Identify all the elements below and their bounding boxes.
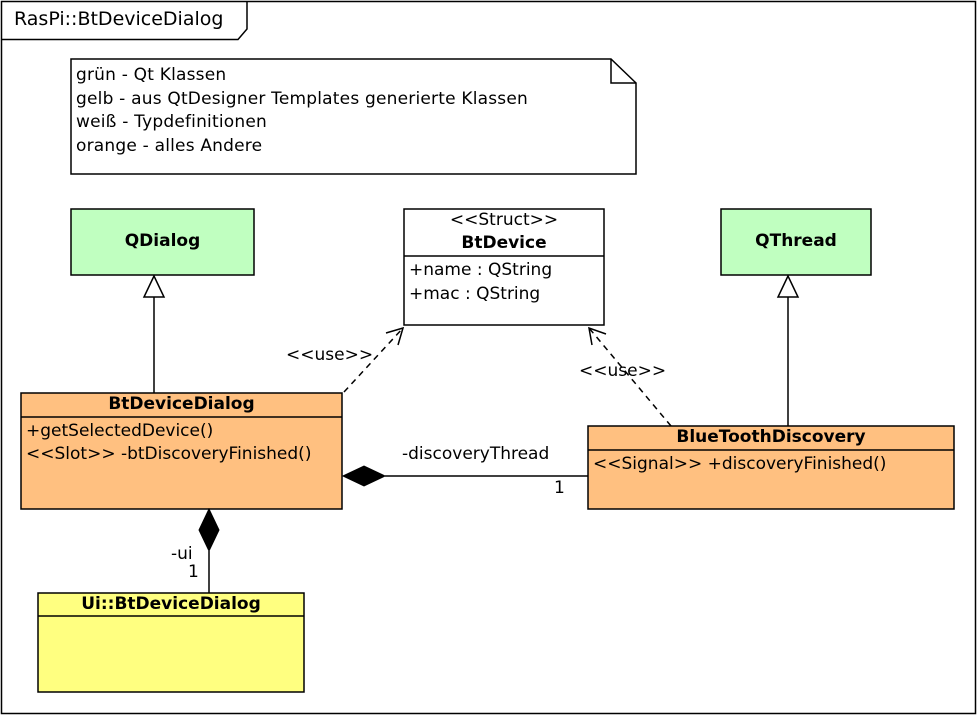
class-qdialog-box	[70, 208, 255, 276]
association-role-discovery: -discoveryThread	[402, 444, 550, 464]
class-btdevicedialog[interactable]: BtDeviceDialog +getSelectedDevice() <<Sl…	[21, 393, 342, 509]
class-name: QDialog	[124, 231, 201, 251]
class-btdevicedialog-box	[20, 392, 343, 510]
class-name: BlueToothDiscovery	[676, 427, 866, 447]
dependency-label-left: <<use>>	[286, 345, 374, 365]
class-operation: +getSelectedDevice()	[26, 421, 214, 441]
class-qthread[interactable]: QThread	[721, 209, 871, 275]
class-qthread-box	[720, 208, 872, 276]
class-bluetoothdiscovery-box	[587, 425, 955, 510]
class-operation: <<Signal>> +discoveryFinished()	[593, 454, 887, 474]
dependency-arrowhead-right	[588, 326, 607, 346]
note-line: grün - Qt Klassen	[76, 65, 227, 85]
association-role-ui: -ui	[171, 544, 193, 564]
class-operation: <<Slot>> -btDiscoveryFinished()	[26, 444, 312, 464]
frame-title: RasPi::BtDeviceDialog	[14, 8, 224, 30]
class-name: BtDevice	[461, 233, 547, 253]
dependency-line-left	[343, 327, 404, 393]
generalization-arrowhead-qthread	[776, 274, 800, 298]
class-name: Ui::BtDeviceDialog	[81, 594, 261, 614]
class-attribute: +mac : QString	[409, 284, 541, 304]
composition-diamond-discovery	[341, 465, 387, 487]
frame-title-tab	[1, 1, 248, 41]
dependency-label-right: <<use>>	[579, 361, 667, 381]
class-bluetoothdiscovery[interactable]: BlueToothDiscovery <<Signal>> +discovery…	[588, 426, 954, 509]
note-line: weiß - Typdefinitionen	[76, 112, 267, 132]
class-name: QThread	[755, 231, 837, 251]
association-multiplicity-discovery: 1	[554, 478, 565, 498]
legend-note: grün - Qt Klassen gelb - aus QtDesigner …	[76, 64, 528, 158]
class-btdevice[interactable]: <<Struct>> BtDevice +name : QString +mac…	[404, 209, 604, 325]
note-dogear	[610, 59, 636, 84]
class-ui-btdevicedialog-box	[37, 592, 305, 693]
class-ui-btdevicedialog[interactable]: Ui::BtDeviceDialog	[38, 593, 304, 692]
legend-note-box	[70, 58, 637, 175]
class-btdevice-box	[403, 208, 605, 326]
class-qdialog[interactable]: QDialog	[71, 209, 254, 275]
generalization-arrowhead-qdialog	[142, 274, 166, 298]
note-line: gelb - aus QtDesigner Templates generier…	[76, 88, 528, 109]
note-line: orange - alles Andere	[76, 135, 263, 156]
composition-diamond-ui	[198, 507, 220, 553]
association-multiplicity-ui: 1	[188, 562, 199, 582]
class-attribute: +name : QString	[409, 260, 553, 280]
class-name: BtDeviceDialog	[108, 394, 255, 414]
dependency-arrowhead-left	[385, 326, 405, 346]
class-stereotype: <<Struct>>	[449, 210, 559, 230]
